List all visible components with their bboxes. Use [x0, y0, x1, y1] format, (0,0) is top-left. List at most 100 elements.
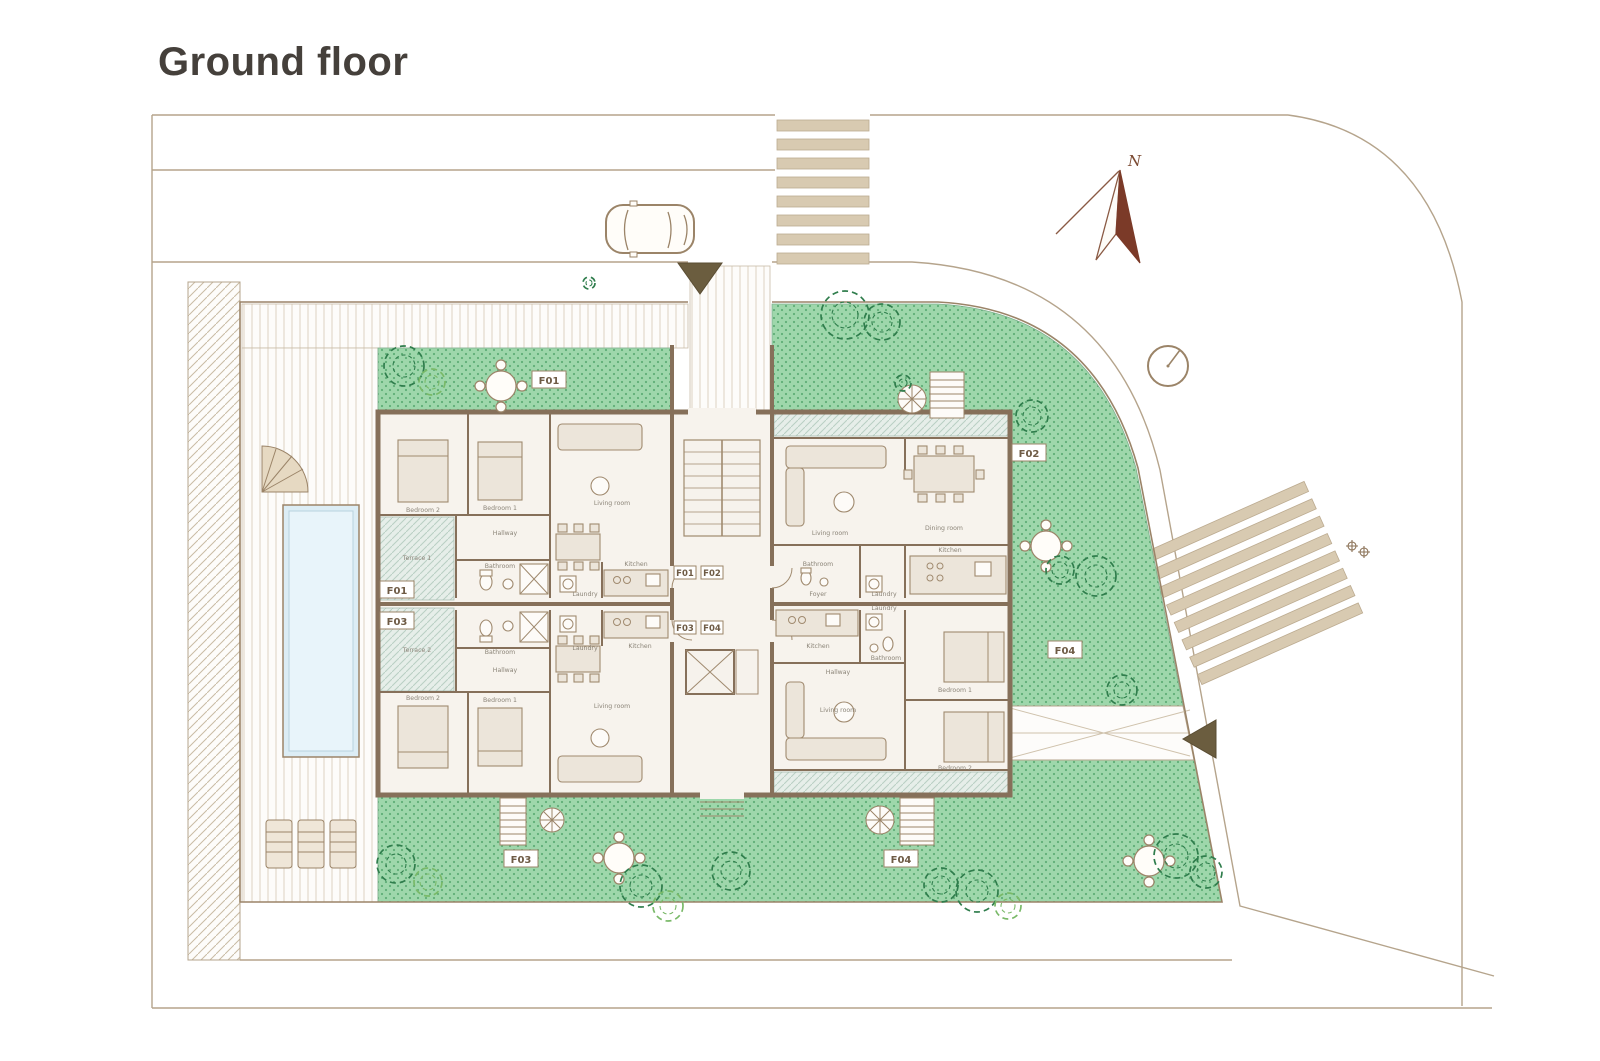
shrub [894, 374, 912, 392]
car [605, 200, 695, 258]
room-label-f02-living: Living room [812, 530, 848, 537]
entrance-driveway [689, 265, 771, 413]
garden-right [771, 303, 1184, 707]
side-entrance-arrow-icon [1181, 719, 1217, 759]
zebra-crossing-top [776, 119, 870, 265]
room-label-f03-bedroom1: Bedroom 1 [483, 697, 517, 704]
spiral-stair [539, 807, 565, 833]
pergola-parasol [261, 445, 309, 493]
building [375, 345, 1013, 817]
garden-steps [700, 801, 744, 817]
flat-f02-furniture [785, 445, 1007, 595]
unit-labels: F01 F02 F01 F03 F01 F02 F03 F04 F04 F03 … [379, 370, 1083, 868]
unit-label: F02 [703, 569, 721, 579]
unit-label: F01 [539, 376, 560, 387]
room-label-f03-bathroom: Bathroom [485, 649, 515, 656]
room-label-f01-bedroom1: Bedroom 1 [483, 505, 517, 512]
room-label-f04-laundry: Laundry [871, 605, 897, 612]
room-label-f03-terrace2: Terrace 2 [402, 647, 431, 654]
tree [376, 844, 416, 884]
circular-sign-icon [1147, 345, 1189, 387]
paved-walkway-top [241, 303, 689, 349]
room-label-f01-hallway: Hallway [493, 530, 518, 537]
garden-top-left [377, 347, 673, 413]
unit-label: F02 [1019, 449, 1040, 460]
room-label-f03-laundry: Laundry [572, 645, 598, 652]
tree [619, 864, 663, 908]
room-label-f01-terrace1: Terrace 1 [402, 555, 431, 562]
spiral-stair [865, 805, 895, 835]
tree [820, 290, 870, 340]
garden-table [474, 359, 528, 413]
page-title: Ground floor [158, 40, 409, 84]
room-label-f02-kitchen: Kitchen [938, 547, 961, 554]
terrace-f04 [773, 771, 1009, 794]
garden-table [1122, 834, 1176, 888]
tree [1189, 855, 1223, 889]
room-label-f04-bedroom1: Bedroom 1 [938, 687, 972, 694]
sun-loungers [265, 819, 357, 869]
tree [1153, 833, 1199, 879]
tree [711, 851, 751, 891]
swimming-pool [282, 504, 360, 758]
tree [955, 869, 999, 913]
room-label-f02-bathroom: Bathroom [803, 561, 833, 568]
north-label: N [1127, 152, 1142, 170]
north-arrow: N [1055, 152, 1142, 264]
room-label-f01-living: Living room [594, 500, 630, 507]
tree [1015, 399, 1049, 433]
unit-label: F04 [891, 855, 912, 866]
room-label-f03-hallway: Hallway [493, 667, 518, 674]
room-label-f01-kitchen: Kitchen [624, 561, 647, 568]
flat-f01-furniture [397, 423, 669, 597]
tree [418, 368, 446, 396]
wall-openings [669, 408, 775, 799]
room-label-f02-dining: Dining room [925, 525, 963, 532]
unit-label: F04 [1055, 646, 1076, 657]
plant-icon [1346, 540, 1370, 558]
room-label-f01-laundry: Laundry [572, 591, 598, 598]
unit-label: F01 [676, 569, 694, 579]
tree [1106, 674, 1138, 706]
side-access-path [1004, 705, 1195, 761]
tree [383, 345, 425, 387]
unit-label: F03 [387, 617, 408, 628]
tree [994, 892, 1022, 920]
tree [863, 303, 901, 341]
tree [923, 867, 959, 903]
room-label-f02-laundry: Laundry [871, 591, 897, 598]
room-label-f04-kitchen: Kitchen [806, 643, 829, 650]
shrub [582, 276, 596, 290]
room-label-f03-bedroom2: Bedroom 2 [406, 695, 440, 702]
elevator [685, 649, 759, 695]
hedge-strip [187, 281, 241, 961]
garden-table [1019, 519, 1073, 573]
unit-label: F04 [703, 624, 721, 634]
core-staircase [683, 439, 761, 537]
tree [652, 890, 684, 922]
terrace-f02 [773, 413, 1009, 437]
room-label-f04-bedroom2: Bedroom 2 [938, 765, 972, 772]
site-boundary [239, 301, 1223, 903]
room-label-f01-bathroom: Bathroom [485, 563, 515, 570]
main-entrance-arrow-icon [677, 262, 723, 295]
garden-table [592, 831, 646, 885]
room-label-f01-bedroom2: Bedroom 2 [406, 507, 440, 514]
tree [1075, 555, 1117, 597]
unit-label: F03 [511, 855, 532, 866]
tree [413, 867, 443, 897]
zebra-crossing-side [1142, 480, 1364, 686]
room-labels: Bedroom 2 Bedroom 1 Living room Hallway … [402, 500, 972, 772]
flat-f04-furniture [775, 609, 1005, 763]
room-label-f04-living: Living room [820, 707, 856, 714]
room-label-f02-foyer: Foyer [809, 591, 827, 598]
exterior-stairs [499, 371, 965, 846]
room-label-f04-bathroom: Bathroom [871, 655, 901, 662]
spiral-stair [897, 384, 927, 414]
unit-label: F03 [676, 624, 694, 634]
room-label-f03-kitchen: Kitchen [628, 643, 651, 650]
road-lines [151, 114, 1495, 1009]
flat-f03-furniture [397, 611, 669, 783]
